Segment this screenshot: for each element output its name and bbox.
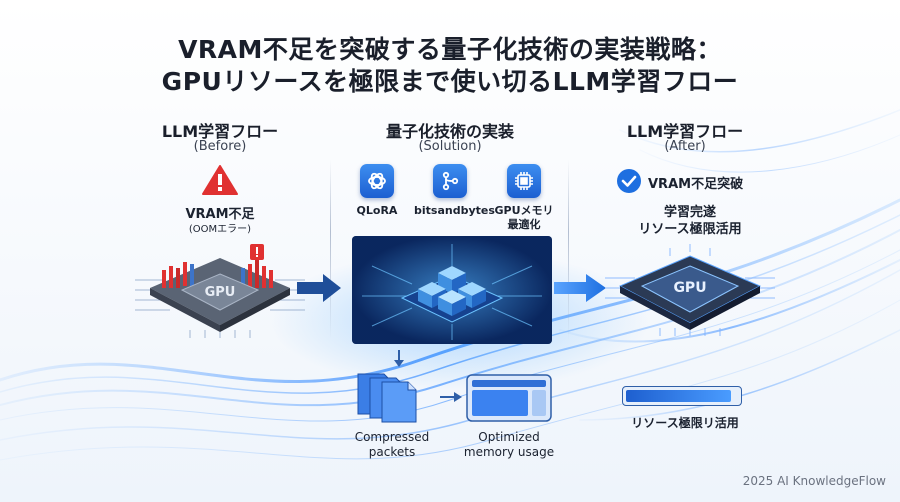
resource-bar-label: リソース極限リ活用: [631, 416, 739, 430]
warning-icon: [202, 165, 238, 195]
solution-heading: 量子化技術の実装: [385, 122, 514, 141]
resource-usage-bar: [622, 386, 742, 406]
before-status-sub: (OOMエラー): [188, 224, 252, 235]
openai-knot-icon: [360, 164, 394, 198]
arrow-right-icon-2: [554, 274, 606, 302]
tool-gpu-memory-label: GPUメモリ 最適化: [494, 204, 554, 231]
tool-gpu-memory: GPUメモリ 最適化: [490, 164, 558, 232]
before-subheading: (Before): [193, 139, 247, 154]
compressed-packets-icon: [357, 373, 417, 423]
tool-qlora-label: QLoRA: [356, 204, 398, 217]
quantization-core-graphic: [352, 236, 552, 344]
column-divider-right: [568, 160, 569, 340]
solution-subheading: (Solution): [418, 139, 482, 154]
column-divider-left: [330, 160, 331, 340]
branch-icon: [433, 164, 467, 198]
check-circle-icon: [617, 169, 641, 193]
gpu-chip-overloaded: GPU: [135, 244, 305, 338]
optimized-memory-icon: [466, 374, 552, 422]
after-result-line2: リソース極限活用: [638, 222, 742, 237]
after-result-line1: 学習完遂: [663, 205, 716, 220]
tool-qlora: QLoRA: [343, 164, 411, 218]
page-title-line2: GPUリソースを極限まで使い切るLLM学習フロー: [161, 67, 739, 96]
before-heading: LLM学習フロー: [161, 122, 279, 141]
arrow-down-icon: [394, 350, 404, 367]
resource-usage-bar-fill: [626, 390, 731, 402]
after-check-label: VRAM不足突破: [648, 177, 744, 192]
page-title-line1: VRAM不足を突破する量子化技術の実装戦略：: [178, 35, 722, 64]
after-chip-label: GPU: [673, 280, 706, 296]
before-status: VRAM不足: [185, 207, 255, 222]
compressed-packets-label: Compressed packets: [354, 430, 430, 459]
tool-bitsandbytes-label: bitsandbytes: [414, 204, 495, 217]
before-chip-label: GPU: [205, 285, 236, 300]
footer-credit: 2025 AI KnowledgeFlow: [742, 474, 886, 488]
chip-icon: [507, 164, 541, 198]
arrow-right-icon-small: [440, 392, 462, 402]
optimized-memory-label: Optimized memory usage: [463, 430, 555, 459]
gpu-chip-optimized: GPU: [605, 244, 775, 336]
arrow-right-icon-1: [297, 274, 341, 302]
after-heading: LLM学習フロー: [626, 122, 744, 141]
after-subheading: (After): [664, 139, 706, 154]
tool-bitsandbytes: bitsandbytes: [414, 164, 495, 218]
